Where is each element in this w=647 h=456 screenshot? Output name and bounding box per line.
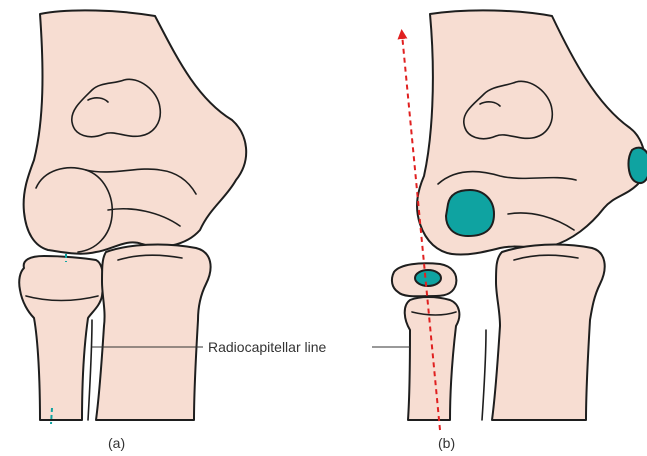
ulna-a: [96, 245, 211, 420]
panel-a-label: (a): [108, 435, 125, 451]
radiocapitellar-line-normal-a-lower: [51, 408, 52, 424]
humerus-a: [24, 10, 247, 253]
capitellum-ossification-center: [446, 190, 494, 236]
panel-b-label: (b): [438, 435, 455, 451]
medial-epicondyle-ossification-center: [629, 148, 647, 183]
radial-head-ossification-center: [415, 270, 441, 286]
ulna-b: [492, 245, 605, 420]
panel-b: [392, 10, 647, 430]
radiocapitellar-line-label: Radiocapitellar line: [208, 339, 327, 355]
radius-a: [19, 256, 103, 420]
panel-a: [19, 10, 246, 424]
